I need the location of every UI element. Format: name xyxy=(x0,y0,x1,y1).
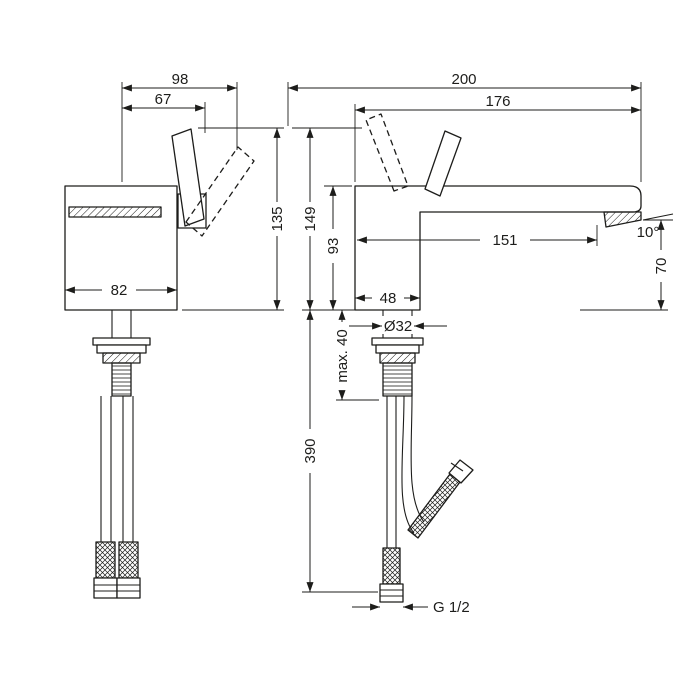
dim-93: 93 xyxy=(324,185,352,310)
dim-98-label: 98 xyxy=(172,71,189,88)
dim-dia32-label-bg xyxy=(380,316,417,334)
dim-149: 149 xyxy=(292,127,362,310)
hose-nut-bent-front xyxy=(448,459,474,484)
aerator-slot-side xyxy=(68,206,162,218)
mounting-shaft-side xyxy=(111,310,132,338)
hose-nut-bottom-front xyxy=(379,583,404,603)
dim-135-label: 135 xyxy=(269,206,286,231)
dim-200: 200 xyxy=(287,71,642,182)
hose-braid-bottom-front xyxy=(382,547,401,585)
base-washer-side xyxy=(92,337,151,346)
clamp-washer-side xyxy=(96,344,147,354)
hose-nut-ridges-front xyxy=(380,589,403,597)
dim-149-label: 149 xyxy=(302,206,319,231)
front-view xyxy=(354,113,642,603)
handle-lever-side xyxy=(171,128,205,227)
hose-nut-right-side xyxy=(116,577,141,599)
handle-lever-side-alt-position xyxy=(185,146,255,237)
dim-98: 98 xyxy=(121,71,238,182)
dim-48-label: 48 xyxy=(380,290,397,307)
base-washer-front xyxy=(371,337,424,346)
hose-nut-left-side xyxy=(93,577,118,599)
hose-nut-bent-ridge xyxy=(450,462,464,472)
aerator-front xyxy=(603,211,642,228)
dim-dia32-label: Ø32 xyxy=(384,318,412,335)
dim-g12: G 1/2 xyxy=(352,599,470,616)
mounting-nut-side xyxy=(102,352,141,364)
dim-390: 390 xyxy=(302,309,378,593)
side-view xyxy=(64,128,255,599)
supply-hose-bent-front xyxy=(401,395,425,534)
dim-82: 82 xyxy=(65,282,177,299)
mounting-nut-front xyxy=(379,352,416,364)
dim-70: 70 xyxy=(580,220,670,311)
supply-hose-straight-front xyxy=(386,396,397,548)
dim-angle-label: 10° xyxy=(637,224,660,241)
supply-hoses-side xyxy=(100,396,134,542)
dim-93-label: 93 xyxy=(325,238,342,255)
dim-max40-label: max. 40 xyxy=(334,329,351,382)
clamp-washer-front xyxy=(375,344,420,354)
dim-67-label: 67 xyxy=(155,91,172,108)
threaded-rod-front xyxy=(382,362,413,397)
dim-70-label: 70 xyxy=(653,258,670,275)
handle-lever-front-alt-position xyxy=(365,113,409,192)
dim-dia32: Ø32 xyxy=(349,316,447,335)
handle-lever-front xyxy=(424,130,462,197)
threaded-rod-side xyxy=(111,362,132,397)
hose-braid-right-side xyxy=(118,541,139,579)
dim-g12-label: G 1/2 xyxy=(433,599,470,616)
dim-151: 151 xyxy=(357,225,598,249)
hose-nut-ridges-side xyxy=(94,584,140,592)
dim-390-label: 390 xyxy=(302,438,319,463)
dim-135: 135 xyxy=(182,127,286,311)
dim-200-label: 200 xyxy=(451,71,476,88)
dim-176: 176 xyxy=(354,93,641,182)
dim-151-label: 151 xyxy=(492,232,517,249)
dim-angle-10: 10° xyxy=(637,213,674,241)
dim-67: 67 xyxy=(121,91,206,133)
dim-176-label: 176 xyxy=(485,93,510,110)
angle-ref-sloped xyxy=(642,213,674,221)
dim-max40: max. 40 xyxy=(334,310,379,401)
hose-braid-left-side xyxy=(95,541,116,579)
dim-48: 48 xyxy=(355,290,420,307)
dim-82-label: 82 xyxy=(111,282,128,299)
